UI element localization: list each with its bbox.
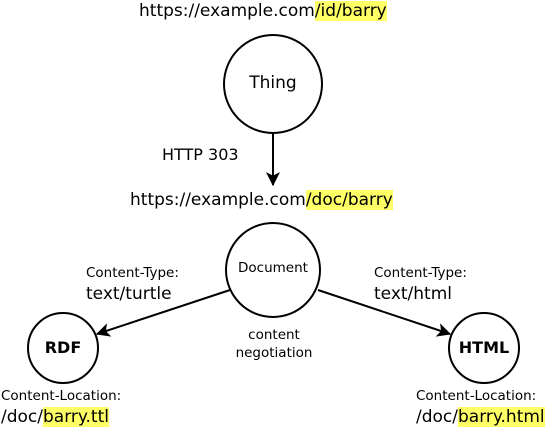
- document-uri-prefix: https://example.com: [130, 190, 306, 210]
- rdf-location-label: Content-Location:: [1, 388, 122, 404]
- document-label: Document: [238, 260, 308, 276]
- html-location-prefix: /doc/: [416, 407, 458, 427]
- html-label: HTML: [458, 338, 510, 357]
- rdf-location-prefix: /doc/: [1, 407, 43, 427]
- rdf-arrow: [95, 289, 231, 337]
- html-content-type-label: Content-Type:: [374, 265, 467, 281]
- thing-uri-highlight: /id/barry: [314, 1, 387, 21]
- redirect-label: HTTP 303: [162, 145, 239, 164]
- document-node: [225, 222, 321, 318]
- thing-label: Thing: [249, 73, 297, 93]
- rdf-location: /doc/barry.ttl: [1, 407, 109, 427]
- rdf-location-highlight: barry.ttl: [43, 407, 109, 427]
- rdf-node: [27, 312, 99, 384]
- rdf-label: RDF: [44, 338, 82, 357]
- rdf-content-type-label: Content-Type:: [86, 265, 179, 281]
- html-location-highlight: barry.html: [458, 407, 545, 427]
- rdf-content-type-value: text/turtle: [86, 284, 172, 304]
- document-uri-highlight: /doc/barry: [305, 190, 393, 210]
- thing-uri-prefix: https://example.com: [139, 1, 315, 21]
- thing-uri: https://example.com/id/barry: [139, 1, 387, 21]
- document-uri: https://example.com/doc/barry: [130, 190, 393, 210]
- html-location-label: Content-Location:: [416, 388, 537, 404]
- content-negotiation-line2: negotiation: [235, 345, 313, 361]
- html-node: [448, 312, 520, 384]
- content-negotiation-line1: content: [248, 327, 300, 343]
- html-content-type-value: text/html: [374, 284, 453, 304]
- html-location: /doc/barry.html: [416, 407, 545, 427]
- html-arrow: [317, 289, 452, 337]
